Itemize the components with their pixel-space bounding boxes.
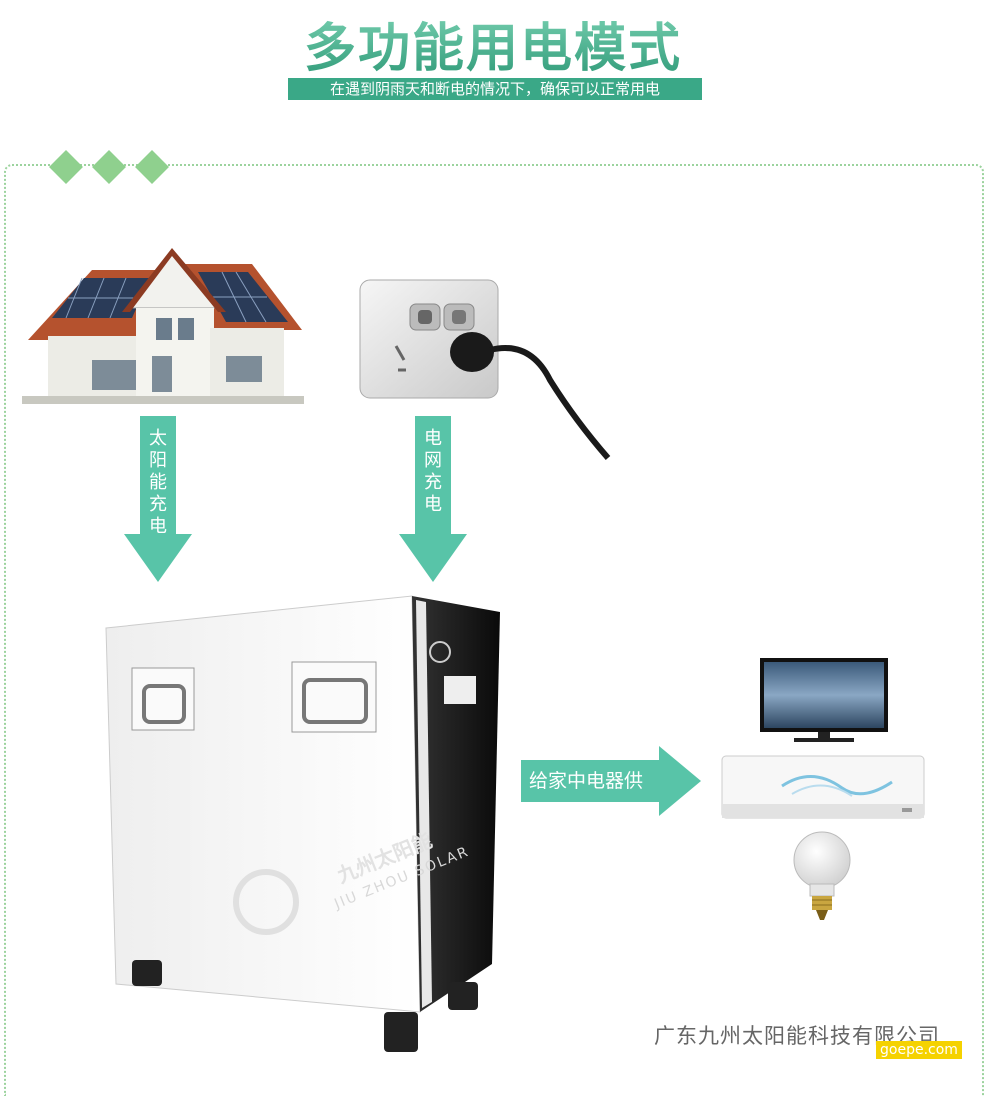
page-subtitle: 在遇到阴雨天和断电的情况下，确保可以正常用电 [288,78,702,100]
dotted-frame [4,164,984,1096]
air-conditioner-image [721,755,925,819]
page-title: 多功能用电模式 [0,6,986,81]
solar-house-image [22,248,304,404]
grid-charging-label: 电 网 充 电 [415,416,451,538]
wall-socket-image [359,279,611,460]
arrow-down-icon [399,534,467,582]
tv-image [760,658,888,742]
goepe-watermark: goepe.com [876,1041,962,1059]
arrow-right-icon [659,746,701,816]
supply-appliances-label: 给家中电器供电 [521,760,661,834]
battery-cabinet-image [105,595,500,1052]
arrow-down-icon [124,534,192,582]
solar-charging-label: 太 阳 能 充 电 [140,416,176,538]
light-bulb-image [793,831,851,920]
